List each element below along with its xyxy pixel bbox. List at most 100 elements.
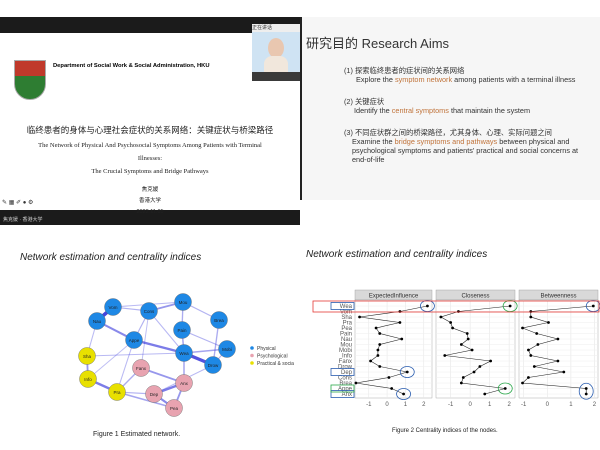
network-node xyxy=(165,399,183,417)
title-en-3: The Crucial Symptoms and Bridge Pathways xyxy=(91,168,209,175)
network-node xyxy=(173,321,191,339)
data-point xyxy=(503,387,507,390)
aims-title: 研究目的 Research Aims xyxy=(306,36,450,51)
network-edge xyxy=(116,391,175,409)
y-tick-label: Sha xyxy=(341,315,352,321)
data-point xyxy=(376,354,380,357)
data-point xyxy=(390,387,394,390)
x-tick-label: 1 xyxy=(569,402,573,408)
data-point xyxy=(556,337,560,341)
x-tick-label: 2 xyxy=(507,402,511,408)
data-point xyxy=(591,304,595,308)
left-section-heading: Network estimation and centrality indice… xyxy=(20,252,202,263)
network-node xyxy=(210,311,228,329)
panel-area xyxy=(354,299,433,399)
legend-marker xyxy=(250,361,254,365)
data-point xyxy=(378,365,382,368)
node-label: Fanx xyxy=(136,366,147,371)
data-point xyxy=(527,348,530,352)
node-label: Info xyxy=(84,377,92,382)
data-point xyxy=(449,321,453,324)
data-point xyxy=(521,381,524,385)
data-point xyxy=(527,376,530,379)
data-point xyxy=(398,321,402,324)
data-point xyxy=(529,315,533,319)
network-graph: VomNauConsMouBreaPainAppeWeaMobiDrowShaF… xyxy=(78,293,294,417)
data-point xyxy=(402,392,405,396)
y-tick-label: Mou xyxy=(340,343,352,349)
data-point xyxy=(354,381,358,385)
data-point xyxy=(378,343,382,346)
y-tick-label: Pea xyxy=(341,326,352,332)
annotation-tools[interactable]: ✎ ▦ ✐ ● ⚙ xyxy=(2,200,34,206)
x-tick-label: 1 xyxy=(404,402,408,408)
aim-3-cn: (3) 不同症状群之间的桥梁路径，尤其身体、心理、实际问题之间 xyxy=(344,128,552,137)
highlight-circle xyxy=(578,382,594,400)
y-tick-label: Appe xyxy=(338,387,353,393)
y-tick-label: Cons xyxy=(338,376,352,382)
panel-area xyxy=(435,299,516,399)
data-point xyxy=(405,370,409,374)
highlight-circle xyxy=(585,300,600,312)
x-tick-label: 0 xyxy=(468,402,472,408)
aim-2-en: Identify the central symptoms that maint… xyxy=(354,106,531,115)
node-label: Pra xyxy=(113,390,121,395)
x-tick-label: -1 xyxy=(366,402,372,408)
node-label: Brea xyxy=(214,318,224,323)
research-aims-slide: 研究目的 Research Aims (1) 探索临终患者的症状间的关系网络 E… xyxy=(300,17,600,200)
data-point xyxy=(483,392,487,396)
x-tick-label: 0 xyxy=(385,402,389,408)
data-point xyxy=(376,348,380,352)
network-edge xyxy=(86,352,185,357)
node-label: Pea xyxy=(170,406,179,411)
node-label: Sha xyxy=(83,354,92,359)
data-point xyxy=(459,343,463,346)
figure-1-caption: Figure 1 Estimated network. xyxy=(93,431,181,438)
panel-title: Betweenness xyxy=(540,294,576,300)
webcam-video[interactable]: 正在讲话 xyxy=(252,24,300,81)
highlight-label-box xyxy=(330,302,355,310)
node-label: Appe xyxy=(129,338,140,343)
node-label: Anx xyxy=(180,381,189,386)
title-en-2: Illnesses: xyxy=(137,155,163,162)
y-tick-label: Mobi xyxy=(339,348,352,354)
data-point xyxy=(465,332,469,335)
data-point xyxy=(461,376,465,379)
data-point xyxy=(387,376,391,379)
data-point xyxy=(556,359,560,363)
data-point xyxy=(358,315,361,319)
network-node xyxy=(175,344,193,362)
highlight-circle xyxy=(396,388,411,400)
x-tick-label: 0 xyxy=(546,402,550,408)
network-node xyxy=(204,356,222,374)
network-node xyxy=(140,302,158,320)
author: 焦克媛 xyxy=(141,187,159,193)
date: 2022.11.05 xyxy=(136,209,164,215)
data-point xyxy=(369,359,372,363)
y-tick-label: Anx xyxy=(342,392,352,398)
meeting-screenshot: Department of Social Work & Social Admin… xyxy=(0,17,300,225)
node-label: Wea xyxy=(179,351,189,356)
highlight-label-box xyxy=(330,368,355,376)
network-node xyxy=(174,293,192,311)
node-label: Mobi xyxy=(222,347,232,352)
data-point xyxy=(374,326,378,330)
x-tick-label: -1 xyxy=(521,402,527,408)
highlight-label-box xyxy=(330,390,355,398)
network-node xyxy=(175,374,193,392)
network-node xyxy=(132,359,150,377)
network-node xyxy=(104,298,122,316)
department-label: Department of Social Work & Social Admin… xyxy=(53,63,210,69)
legend-label: Practical & socia xyxy=(257,361,294,367)
y-tick-label: Wea xyxy=(340,304,353,310)
data-point xyxy=(562,370,566,374)
hku-crest-logo xyxy=(14,60,46,100)
title-en-1: The Network of Physical And Psychosocial… xyxy=(38,142,262,149)
aim-1-en: Explore the symptom network among patien… xyxy=(356,75,576,84)
highlight-circle xyxy=(420,300,435,312)
highlight-circle xyxy=(399,366,415,378)
aim-1-cn: (1) 探索临终患者的症状间的关系网络 xyxy=(344,66,465,75)
legend-label: Psychological xyxy=(257,354,288,360)
aim-2-cn: (2) 关键症状 xyxy=(344,97,385,106)
data-point xyxy=(443,354,447,357)
